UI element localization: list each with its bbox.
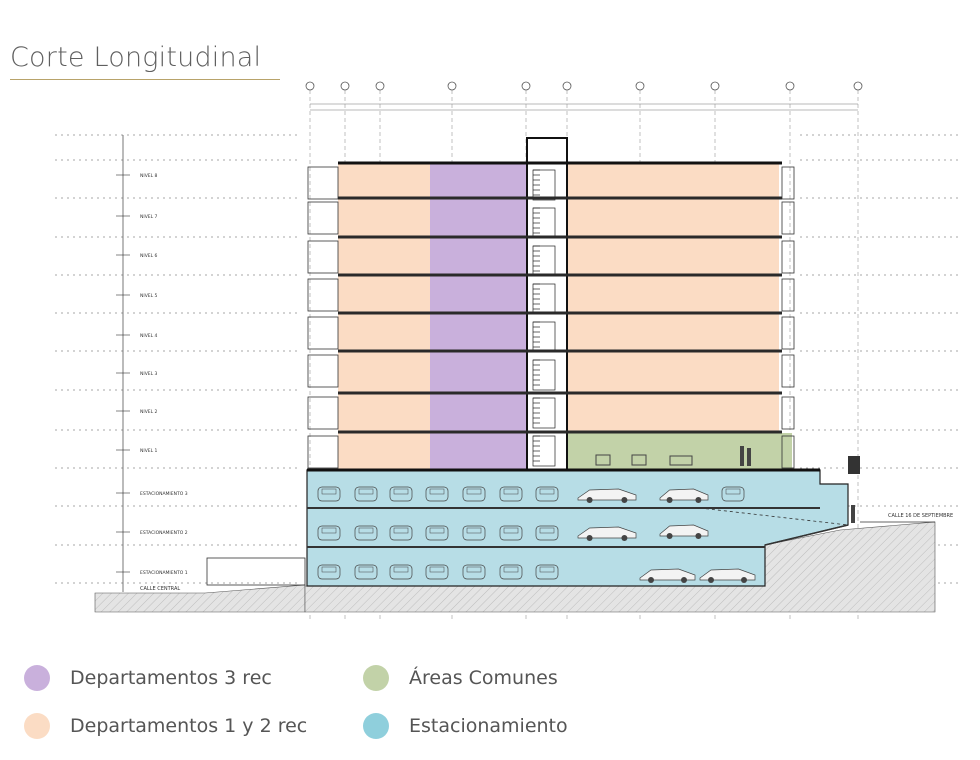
dept-3-rec xyxy=(430,163,526,470)
legend-swatch xyxy=(363,713,389,739)
building-section-drawing: CALLE 16 DE SEPTIEMBRE CALLE CENTRAL NIV… xyxy=(55,81,960,620)
terrain xyxy=(94,584,306,613)
legend-swatch xyxy=(24,665,50,691)
right-kiosk xyxy=(848,456,860,474)
level-labels: NIVEL 8 NIVEL 7 NIVEL 6 NIVEL 5 NIVEL 4 NIVEL… xyxy=(116,173,188,576)
legend-label: Estacionamiento xyxy=(409,715,568,737)
legend-item-estacionamiento: Estacionamiento xyxy=(363,713,568,739)
svg-text:NIVEL 2: NIVEL 2 xyxy=(140,409,158,415)
svg-text:NIVEL 4: NIVEL 4 xyxy=(140,333,158,339)
legend-label: Departamentos 1 y 2 rec xyxy=(70,715,308,737)
legend-label: Áreas Comunes xyxy=(409,667,558,689)
svg-text:NIVEL 3: NIVEL 3 xyxy=(140,371,158,377)
dept-1-2-rec-left xyxy=(338,163,430,470)
svg-text:NIVEL 6: NIVEL 6 xyxy=(140,253,158,259)
svg-text:NIVEL 1: NIVEL 1 xyxy=(140,448,158,454)
svg-text:ESTACIONAMIENTO 3: ESTACIONAMIENTO 3 xyxy=(140,491,188,497)
floor-slabs xyxy=(338,196,782,434)
street-label-left: CALLE CENTRAL xyxy=(140,586,180,592)
svg-text:ESTACIONAMIENTO 2: ESTACIONAMIENTO 2 xyxy=(140,530,188,536)
legend-label: Departamentos 3 rec xyxy=(70,667,272,689)
title-underline xyxy=(10,79,280,80)
entry-structure xyxy=(206,557,306,586)
svg-text:NIVEL 7: NIVEL 7 xyxy=(140,214,158,220)
balconies-right xyxy=(781,166,795,469)
parking-slabs xyxy=(307,507,849,548)
parked-cars xyxy=(317,486,756,583)
svg-text:NIVEL 8: NIVEL 8 xyxy=(140,173,158,179)
balconies-left xyxy=(307,166,339,469)
page-title: Corte Longitudinal xyxy=(10,42,262,73)
dept-1-2-rec-right xyxy=(566,163,779,433)
people-figures xyxy=(595,446,855,523)
legend-item-dept-1-2rec: Departamentos 1 y 2 rec xyxy=(24,713,307,739)
legend-item-areas-comunes: Áreas Comunes xyxy=(363,665,558,691)
street-label-right: CALLE 16 DE SEPTIEMBRE xyxy=(888,513,953,519)
svg-text:NIVEL 5: NIVEL 5 xyxy=(140,293,158,299)
svg-text:ESTACIONAMIENTO 1: ESTACIONAMIENTO 1 xyxy=(140,570,188,576)
legend-swatch xyxy=(24,713,50,739)
legend-swatch xyxy=(363,665,389,691)
areas-comunes xyxy=(566,433,792,470)
legend-item-dept-3rec: Departamentos 3 rec xyxy=(24,665,272,691)
